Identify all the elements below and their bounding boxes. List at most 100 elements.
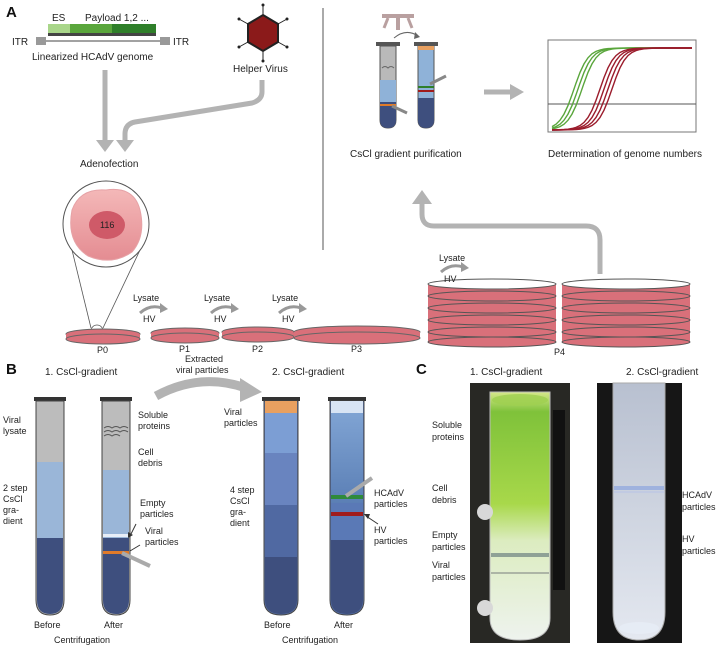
svg-text:Viral: Viral [224,407,242,417]
dish-p3 [293,325,421,345]
b2-labels: Viral particles 4 step CsCl gra- dient H… [224,407,408,645]
svg-text:4 step: 4 step [230,485,255,495]
b-tube-after-2 [328,397,374,616]
svg-text:CsCl: CsCl [3,494,23,504]
svg-text:Cell: Cell [138,447,154,457]
svg-text:Soluble: Soluble [432,420,462,430]
b-tube-before-1 [34,397,66,616]
c-gradient1-title: 1. CsCl-gradient [470,367,542,378]
c-photo-gradient1 [470,383,570,643]
purification-arrow [419,202,603,274]
svg-text:Lysate: Lysate [272,293,298,303]
arrow-to-qpcr [510,84,524,100]
extracted-label-2: viral particles [176,365,229,375]
adenofection-arrows [102,70,265,140]
svg-text:CsCl: CsCl [230,496,250,506]
svg-text:gra-: gra- [230,507,246,517]
es-label: ES [52,13,66,24]
svg-text:HV: HV [444,274,457,284]
b-gradient1-title: 1. CsCl-gradient [45,367,117,378]
dish-stack-p4-right [561,278,691,348]
svg-text:After: After [334,620,353,630]
hcadv-genome: ES Payload 1,2 ... ITR ITR Linearized HC… [12,13,189,63]
passage-p0: P0 [97,345,108,355]
dish-p0 [65,328,141,345]
panel-a-letter: A [6,4,17,21]
genome-caption: Linearized HCAdV genome [32,52,154,63]
svg-text:Before: Before [264,620,291,630]
passage-p2: P2 [252,344,263,354]
svg-text:Empty: Empty [140,498,166,508]
cell-number: 116 [100,220,114,230]
svg-text:particles: particles [140,509,174,519]
helper-virus-label: Helper Virus [233,64,288,75]
svg-text:particles: particles [224,418,258,428]
svg-text:Lysate: Lysate [204,293,230,303]
svg-text:particles: particles [374,536,408,546]
svg-text:debris: debris [432,495,457,505]
dish-p2 [221,326,295,343]
svg-text:proteins: proteins [432,432,465,442]
svg-text:dient: dient [230,518,250,528]
svg-text:Before: Before [34,620,61,630]
svg-text:Lysate: Lysate [133,293,159,303]
itr-left-label: ITR [12,37,28,48]
svg-text:Cell: Cell [432,483,448,493]
svg-text:Empty: Empty [432,530,458,540]
panel-c-letter: C [416,361,427,378]
svg-text:Soluble: Soluble [138,410,168,420]
svg-text:gra-: gra- [3,505,19,515]
svg-text:HV: HV [282,314,295,324]
payload-block-1 [70,24,112,33]
svg-text:debris: debris [138,458,163,468]
svg-text:lysate: lysate [3,426,27,436]
dish-stack-p4-left [427,278,557,348]
c-gradient2-title: 2. CsCl-gradient [626,367,698,378]
b1-labels: Viral lysate 2 step CsCl gra- dient Solu… [3,410,179,645]
lysate-step-2: Lysate HV [204,293,239,324]
qpcr-plot [547,39,697,133]
genome-numbers-label: Determination of genome numbers [548,149,702,160]
b-tube-after-1 [100,397,151,616]
svg-text:HCAdV: HCAdV [682,490,712,500]
b-tube-before-2 [262,397,300,616]
svg-text:HV: HV [374,525,387,535]
c-labels: Soluble proteins Cell debris Empty parti… [432,420,716,582]
svg-text:particles: particles [682,546,716,556]
svg-text:After: After [104,620,123,630]
svg-text:Centrifugation: Centrifugation [282,635,338,645]
lysate-step-4: Lysate HV [439,253,469,284]
svg-text:particles: particles [432,572,466,582]
payload-block-2 [112,24,156,33]
itr-right-label: ITR [173,37,189,48]
svg-text:HV: HV [214,314,227,324]
passage-p1: P1 [179,344,190,354]
svg-text:2 step: 2 step [3,483,28,493]
b-gradient2-title: 2. CsCl-gradient [272,367,344,378]
svg-text:HCAdV: HCAdV [374,488,404,498]
lysate-step-1: Lysate HV [133,293,168,324]
svg-text:Viral: Viral [432,560,450,570]
extracted-label-1: Extracted [185,354,223,364]
svg-text:dient: dient [3,516,23,526]
passage-p3: P3 [351,344,362,354]
payload-label: Payload 1,2 ... [85,13,149,24]
svg-text:HV: HV [682,534,695,544]
svg-text:particles: particles [432,542,466,552]
svg-text:Viral: Viral [145,526,163,536]
svg-text:Lysate: Lysate [439,253,465,263]
svg-text:Viral: Viral [3,415,21,425]
svg-text:particles: particles [374,499,408,509]
passage-p4: P4 [554,347,565,357]
es-block [48,24,70,33]
infected-cell: 116 [62,180,150,268]
c-photo-gradient2 [597,382,682,643]
svg-text:particles: particles [145,537,179,547]
svg-text:proteins: proteins [138,421,171,431]
adenofection-label: Adenofection [80,159,138,170]
cscl-purification-label: CsCl gradient purification [350,149,462,160]
svg-text:Centrifugation: Centrifugation [54,635,110,645]
extract-arrow [153,377,248,400]
panel-b-letter: B [6,361,17,378]
